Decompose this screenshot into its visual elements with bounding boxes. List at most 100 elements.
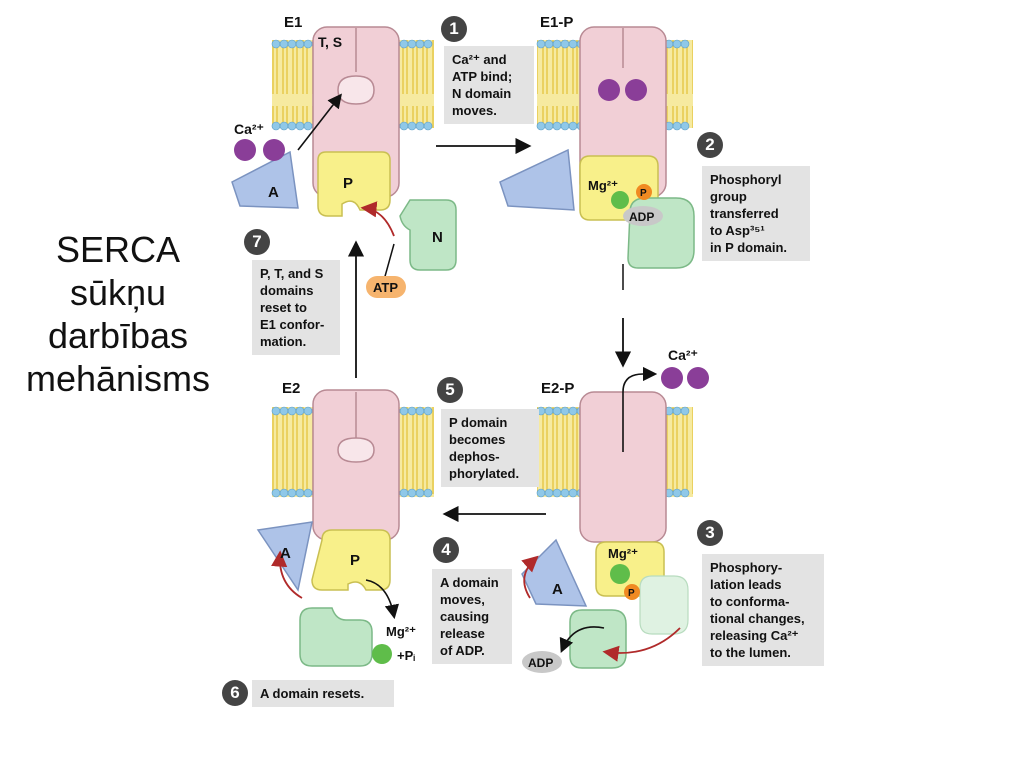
n-domain-ghost bbox=[639, 575, 689, 635]
lipid-head bbox=[279, 39, 289, 49]
lipid-head bbox=[287, 39, 297, 49]
lipid-head bbox=[536, 488, 546, 498]
calcium-ion bbox=[625, 79, 647, 101]
calcium-ion bbox=[234, 139, 256, 161]
lipid-head bbox=[415, 121, 425, 131]
lipid-head bbox=[407, 406, 417, 416]
step-badge-3: 3 bbox=[697, 520, 723, 546]
caption-line: Ca²⁺ and bbox=[452, 52, 507, 67]
panel-e2p bbox=[521, 366, 709, 673]
lipid-head bbox=[536, 121, 546, 131]
step-caption-4: A domain moves, causing release of ADP. bbox=[432, 569, 512, 664]
caption-line: domains bbox=[260, 283, 314, 298]
phosphate-icon bbox=[636, 184, 652, 200]
step-badge-1: 1 bbox=[441, 16, 467, 42]
step-caption-2: Phosphoryl group transferred to Asp³⁵¹ i… bbox=[702, 166, 810, 261]
lipid-head bbox=[279, 488, 289, 498]
lipid-head bbox=[544, 39, 554, 49]
lipid-head bbox=[399, 406, 409, 416]
phosphate-label: P bbox=[628, 588, 635, 599]
lipid-head bbox=[423, 406, 433, 416]
caption-line: phorylated. bbox=[449, 466, 520, 481]
caption-line: lation leads bbox=[710, 577, 782, 592]
caption-line: release bbox=[440, 626, 485, 641]
p-domain-label: P bbox=[343, 175, 353, 192]
lipid-head bbox=[399, 39, 409, 49]
lipid-head bbox=[415, 39, 425, 49]
ca-label: Ca²⁺ bbox=[668, 347, 698, 363]
caption-line: dephos- bbox=[449, 449, 500, 464]
n-domain bbox=[569, 609, 627, 669]
lipid-head bbox=[560, 488, 570, 498]
caption-line: Phosphoryl bbox=[710, 172, 782, 187]
lipid-head bbox=[303, 39, 313, 49]
lipid-head bbox=[560, 121, 570, 131]
state-label-e1: E1 bbox=[284, 14, 303, 31]
p-domain-label: P bbox=[350, 552, 360, 569]
a-domain bbox=[521, 538, 588, 607]
lipid-head bbox=[552, 488, 562, 498]
lipid-head bbox=[287, 488, 297, 498]
step-caption-1: Ca²⁺ and ATP bind; N domain moves. bbox=[444, 46, 534, 124]
lipid-head bbox=[568, 121, 578, 131]
step-badge-6: 6 bbox=[222, 680, 248, 706]
phosphate-label: P bbox=[640, 188, 647, 199]
step-caption-3: Phosphory- lation leads to conforma- tio… bbox=[702, 554, 824, 666]
ca-label: Ca²⁺ bbox=[234, 121, 264, 137]
lipid-head bbox=[415, 488, 425, 498]
a-domain bbox=[231, 150, 299, 209]
lipid-head bbox=[672, 406, 682, 416]
caption-line: mation. bbox=[260, 334, 307, 349]
lipid-head bbox=[552, 121, 562, 131]
caption-line: moves. bbox=[452, 103, 497, 118]
step-caption-7: P, T, and S domains reset to E1 confor- … bbox=[252, 260, 340, 355]
step-caption-6: A domain resets. bbox=[252, 680, 394, 707]
title-line-3: darbības bbox=[47, 315, 189, 356]
caption-line: becomes bbox=[449, 432, 506, 447]
caption-line: to Asp³⁵¹ bbox=[710, 223, 765, 238]
lipid-head bbox=[295, 488, 305, 498]
lipid-head bbox=[544, 406, 554, 416]
lipid-head bbox=[415, 406, 425, 416]
title-line-4: mehānisms bbox=[25, 358, 211, 399]
calcium-ion bbox=[687, 367, 709, 389]
lipid-head bbox=[279, 406, 289, 416]
adp-pill bbox=[522, 651, 562, 673]
state-label-e2p: E2-P bbox=[541, 380, 575, 397]
lipid-head bbox=[568, 39, 578, 49]
adp-label: ADP bbox=[629, 210, 654, 224]
caption-line: A domain resets. bbox=[260, 686, 365, 701]
caption-line: in P domain. bbox=[710, 240, 788, 255]
slide-title: SERCA sūkņu darbības mehānisms bbox=[0, 228, 236, 400]
lipid-head bbox=[568, 406, 578, 416]
lipid-head bbox=[303, 488, 313, 498]
lipid-head bbox=[680, 488, 690, 498]
a-domain bbox=[499, 148, 575, 211]
phosphate-icon bbox=[624, 584, 640, 600]
lipid-head bbox=[271, 121, 281, 131]
a-domain-label: A bbox=[280, 545, 291, 562]
p-domain bbox=[317, 151, 391, 217]
lipid-head bbox=[423, 39, 433, 49]
panel-e1p bbox=[499, 26, 695, 290]
p-domain bbox=[311, 529, 391, 591]
lipid-head bbox=[560, 39, 570, 49]
pi-label: +Pᵢ bbox=[397, 648, 415, 663]
caption-line: transferred bbox=[710, 206, 779, 221]
lipid-head bbox=[295, 39, 305, 49]
lipid-head bbox=[544, 121, 554, 131]
title-line-1: SERCA bbox=[55, 229, 181, 270]
ca-binding-pocket bbox=[337, 75, 375, 105]
lipid-head bbox=[680, 39, 690, 49]
caption-line: causing bbox=[440, 609, 490, 624]
panel-e1 bbox=[231, 26, 457, 298]
lipid-head bbox=[295, 121, 305, 131]
lipid-head bbox=[287, 406, 297, 416]
n-domain bbox=[399, 199, 457, 271]
caption-line: N domain bbox=[452, 86, 512, 101]
mg-label: Mg²⁺ bbox=[588, 178, 618, 193]
mg-label: Mg²⁺ bbox=[608, 546, 638, 561]
lipid-head bbox=[303, 121, 313, 131]
magnesium-ion bbox=[372, 644, 392, 664]
lipid-head bbox=[423, 488, 433, 498]
